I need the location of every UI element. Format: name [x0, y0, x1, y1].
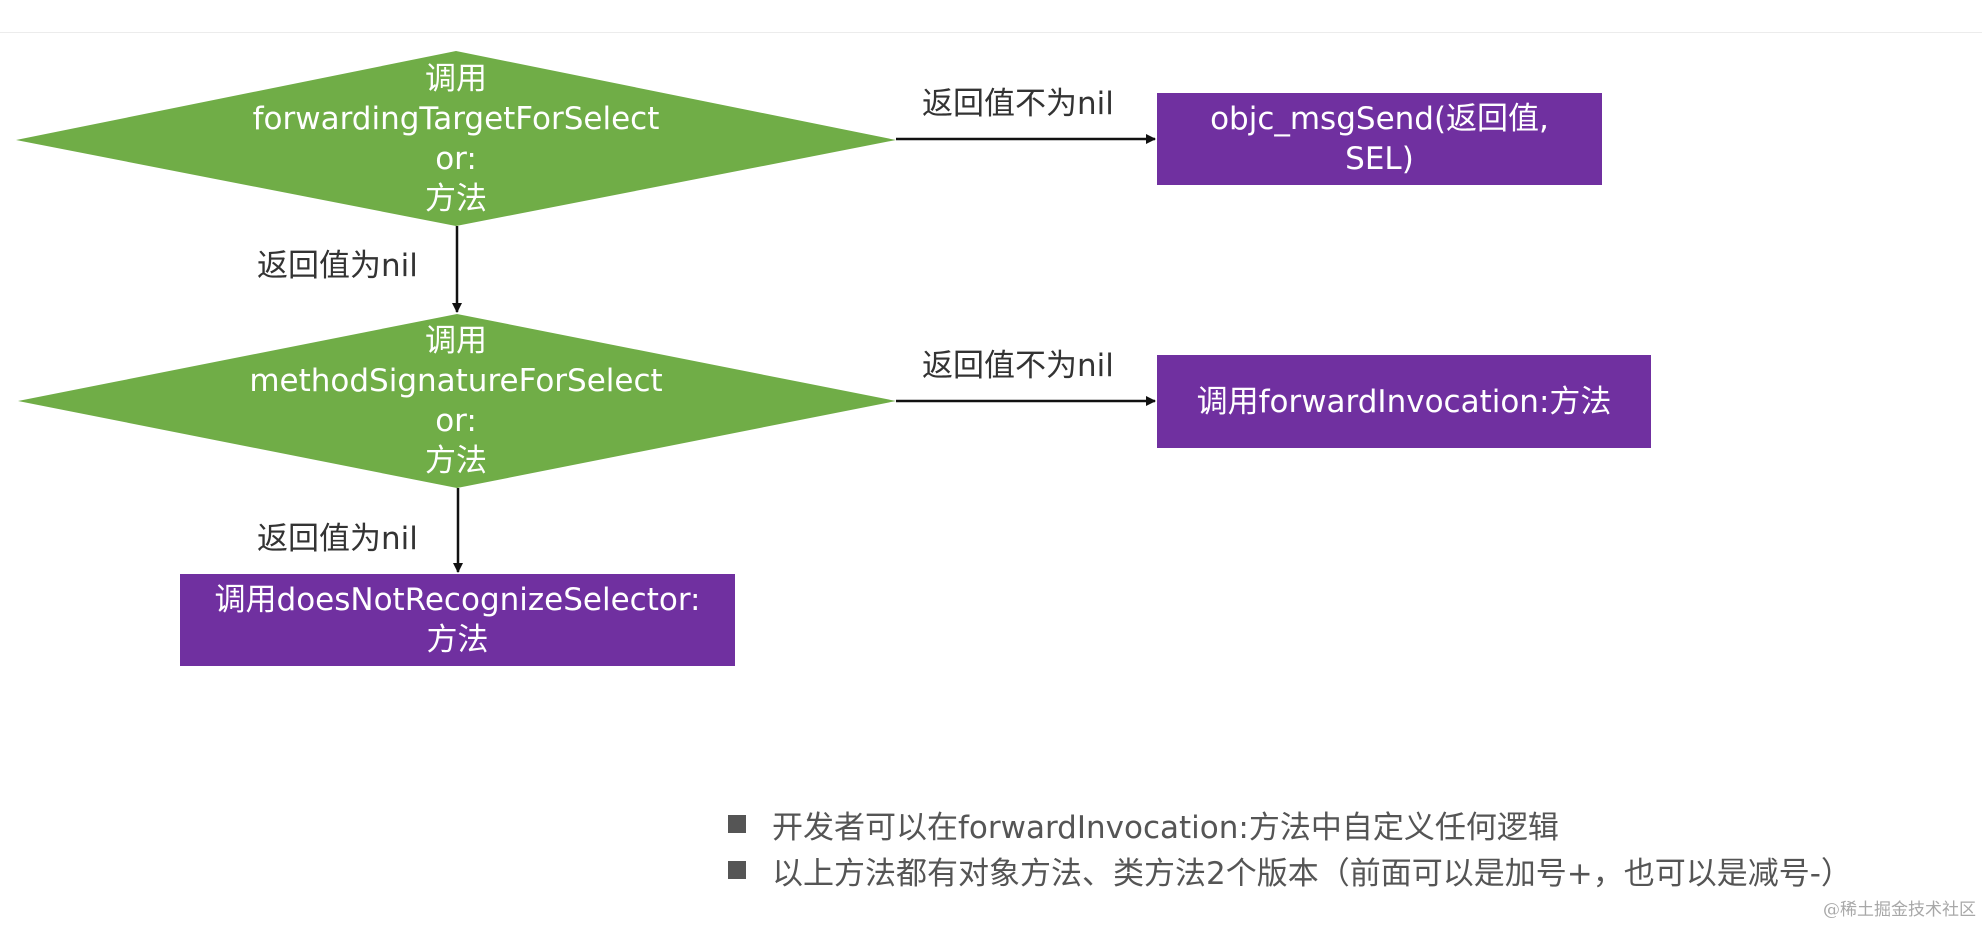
- edge-label-forwarding-not-nil: 返回值不为nil: [922, 86, 1114, 122]
- note-text: 以上方法都有对象方法、类方法2个版本（前面可以是加号+，也可以是减号-）: [772, 855, 1852, 892]
- decision-forwarding-target-shape: [16, 51, 896, 226]
- process-forward-invocation-label: 调用forwardInvocation:方法: [1196, 383, 1612, 420]
- decision-forwarding-target-line2: forwardingTargetForSelect: [252, 101, 660, 137]
- edge-label-forwarding-nil: 返回值为nil: [257, 248, 418, 284]
- decision-method-signature-text: 调用 methodSignatureForSelect or: 方法: [196, 318, 716, 484]
- process-msgsend-shape: [1157, 93, 1602, 185]
- edge-label-signature-nil: 返回值为nil: [257, 521, 418, 557]
- decision-method-signature-line1: 调用: [425, 323, 487, 359]
- decision-forwarding-target-line4: 方法: [425, 181, 487, 217]
- note-item: 以上方法都有对象方法、类方法2个版本（前面可以是加号+，也可以是减号-）: [728, 848, 1852, 892]
- decision-method-signature-line2: methodSignatureForSelect: [249, 363, 663, 399]
- edge-label-signature-not-nil: 返回值不为nil: [922, 348, 1114, 384]
- decision-method-signature-shape: [18, 314, 896, 488]
- bullet-square-icon: [728, 815, 746, 833]
- decision-forwarding-target-text: 调用 forwardingTargetForSelect or: 方法: [196, 56, 716, 222]
- process-does-not-recognize-shape: [180, 574, 735, 666]
- process-does-not-recognize-line1: 调用doesNotRecognizeSelector:: [214, 582, 701, 618]
- process-msgsend-line1: objc_msgSend(返回值,: [1210, 101, 1549, 137]
- process-msgsend-line2: SEL): [1345, 141, 1414, 177]
- notes-list: 开发者可以在forwardInvocation:方法中自定义任何逻辑 以上方法都…: [728, 802, 1852, 894]
- watermark: @稀土掘金技术社区: [1823, 900, 1976, 920]
- decision-method-signature-line3: or:: [435, 403, 477, 439]
- decision-method-signature-line4: 方法: [425, 443, 487, 479]
- bullet-square-icon: [728, 861, 746, 879]
- decision-forwarding-target-line1: 调用: [425, 61, 487, 97]
- process-msgsend-text: objc_msgSend(返回值, SEL): [1157, 93, 1602, 185]
- header-divider: [0, 0, 1982, 33]
- process-does-not-recognize-text: 调用doesNotRecognizeSelector: 方法: [180, 574, 735, 666]
- process-forward-invocation-shape: [1157, 355, 1651, 448]
- process-does-not-recognize-line2: 方法: [426, 622, 489, 658]
- decision-forwarding-target-line3: or:: [435, 141, 477, 177]
- note-item: 开发者可以在forwardInvocation:方法中自定义任何逻辑: [728, 802, 1852, 846]
- note-text: 开发者可以在forwardInvocation:方法中自定义任何逻辑: [772, 809, 1559, 846]
- process-forward-invocation-text: 调用forwardInvocation:方法: [1157, 355, 1651, 448]
